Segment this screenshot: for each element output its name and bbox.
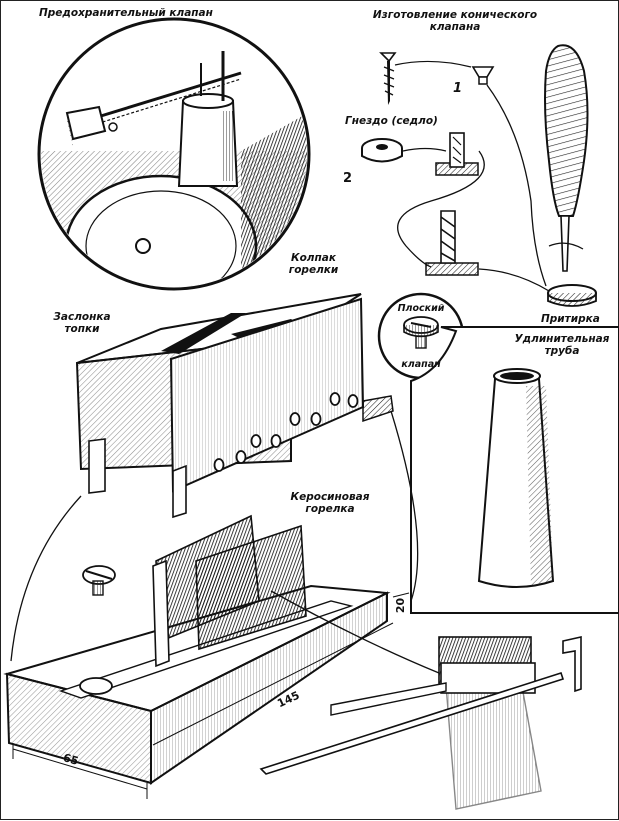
wick-assembly <box>259 636 582 810</box>
label-extension-pipe-1: Удлинительная <box>514 333 610 345</box>
extension-pipe-view <box>410 326 619 614</box>
label-flat-valve-1: Плоский <box>397 303 445 314</box>
label-kerosene-burner-1: Керосиновая <box>290 491 370 503</box>
label-seat: Гнездо (седло) <box>345 115 438 127</box>
kerosene-burner <box>3 410 440 799</box>
label-burner-cap-1: Колпак <box>291 252 336 264</box>
dimension-20: 20 <box>394 597 408 614</box>
label-conical-valve-2: клапана <box>429 21 481 33</box>
label-kerosene-burner-2: горелка <box>305 503 355 515</box>
label-extension-pipe-2: труба <box>544 345 580 357</box>
label-number-1: 1 <box>453 81 463 96</box>
label-conical-valve-1: Изготовление конического <box>372 9 538 21</box>
label-burner-cap-2: горелки <box>288 264 339 276</box>
label-flat-valve-2: клапан <box>401 359 441 370</box>
conical-valve-steps <box>361 44 597 307</box>
burner-cap <box>75 293 394 519</box>
label-number-2: 2 <box>343 171 353 186</box>
label-firebox-damper-1: Заслонка <box>53 311 111 323</box>
label-lapping: Притирка <box>541 313 600 325</box>
label-safety-valve: Предохранительный клапан <box>39 7 213 19</box>
label-firebox-damper-2: топки <box>64 323 100 335</box>
safety-valve-view <box>37 17 311 291</box>
